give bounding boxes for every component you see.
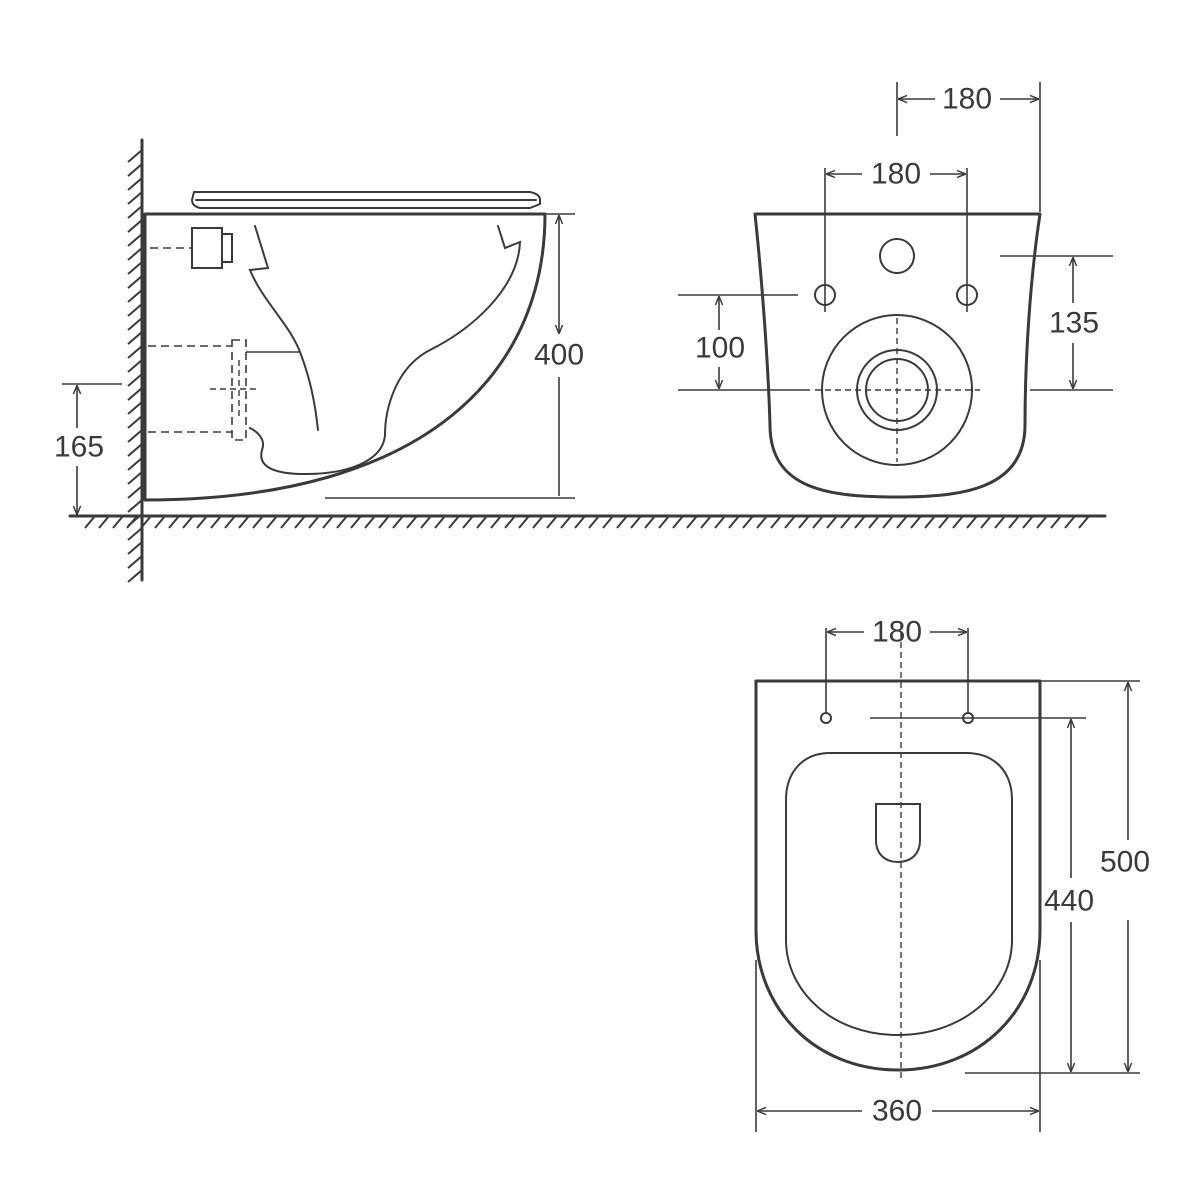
seat-length-440-label: 440: [1044, 885, 1094, 918]
height-400-label: 400: [534, 339, 584, 372]
inlet-height-135-label: 135: [1049, 307, 1099, 340]
front-view: 180 180 100 135: [678, 82, 1113, 499]
seat-opening: [785, 752, 1013, 1037]
wall: [127, 138, 144, 583]
top-outline: [754, 679, 1042, 1072]
top-bolt-spacing-180-label: 180: [872, 616, 922, 649]
side-view: 400 165: [54, 191, 584, 514]
floor: [68, 514, 1107, 529]
bolt-height-100-label: 100: [695, 332, 745, 365]
width-360-label: 360: [872, 1095, 922, 1128]
top-view: 180 360 500 440: [754, 616, 1150, 1132]
front-outline: [753, 212, 1042, 499]
bolt-spacing-180-label: 180: [871, 158, 921, 191]
bowl-outline: [143, 212, 547, 502]
seat-lid: [190, 191, 541, 209]
length-500-label: 500: [1100, 846, 1150, 879]
height-165-label: 165: [54, 431, 104, 464]
top-width-180-label: 180: [942, 83, 992, 116]
